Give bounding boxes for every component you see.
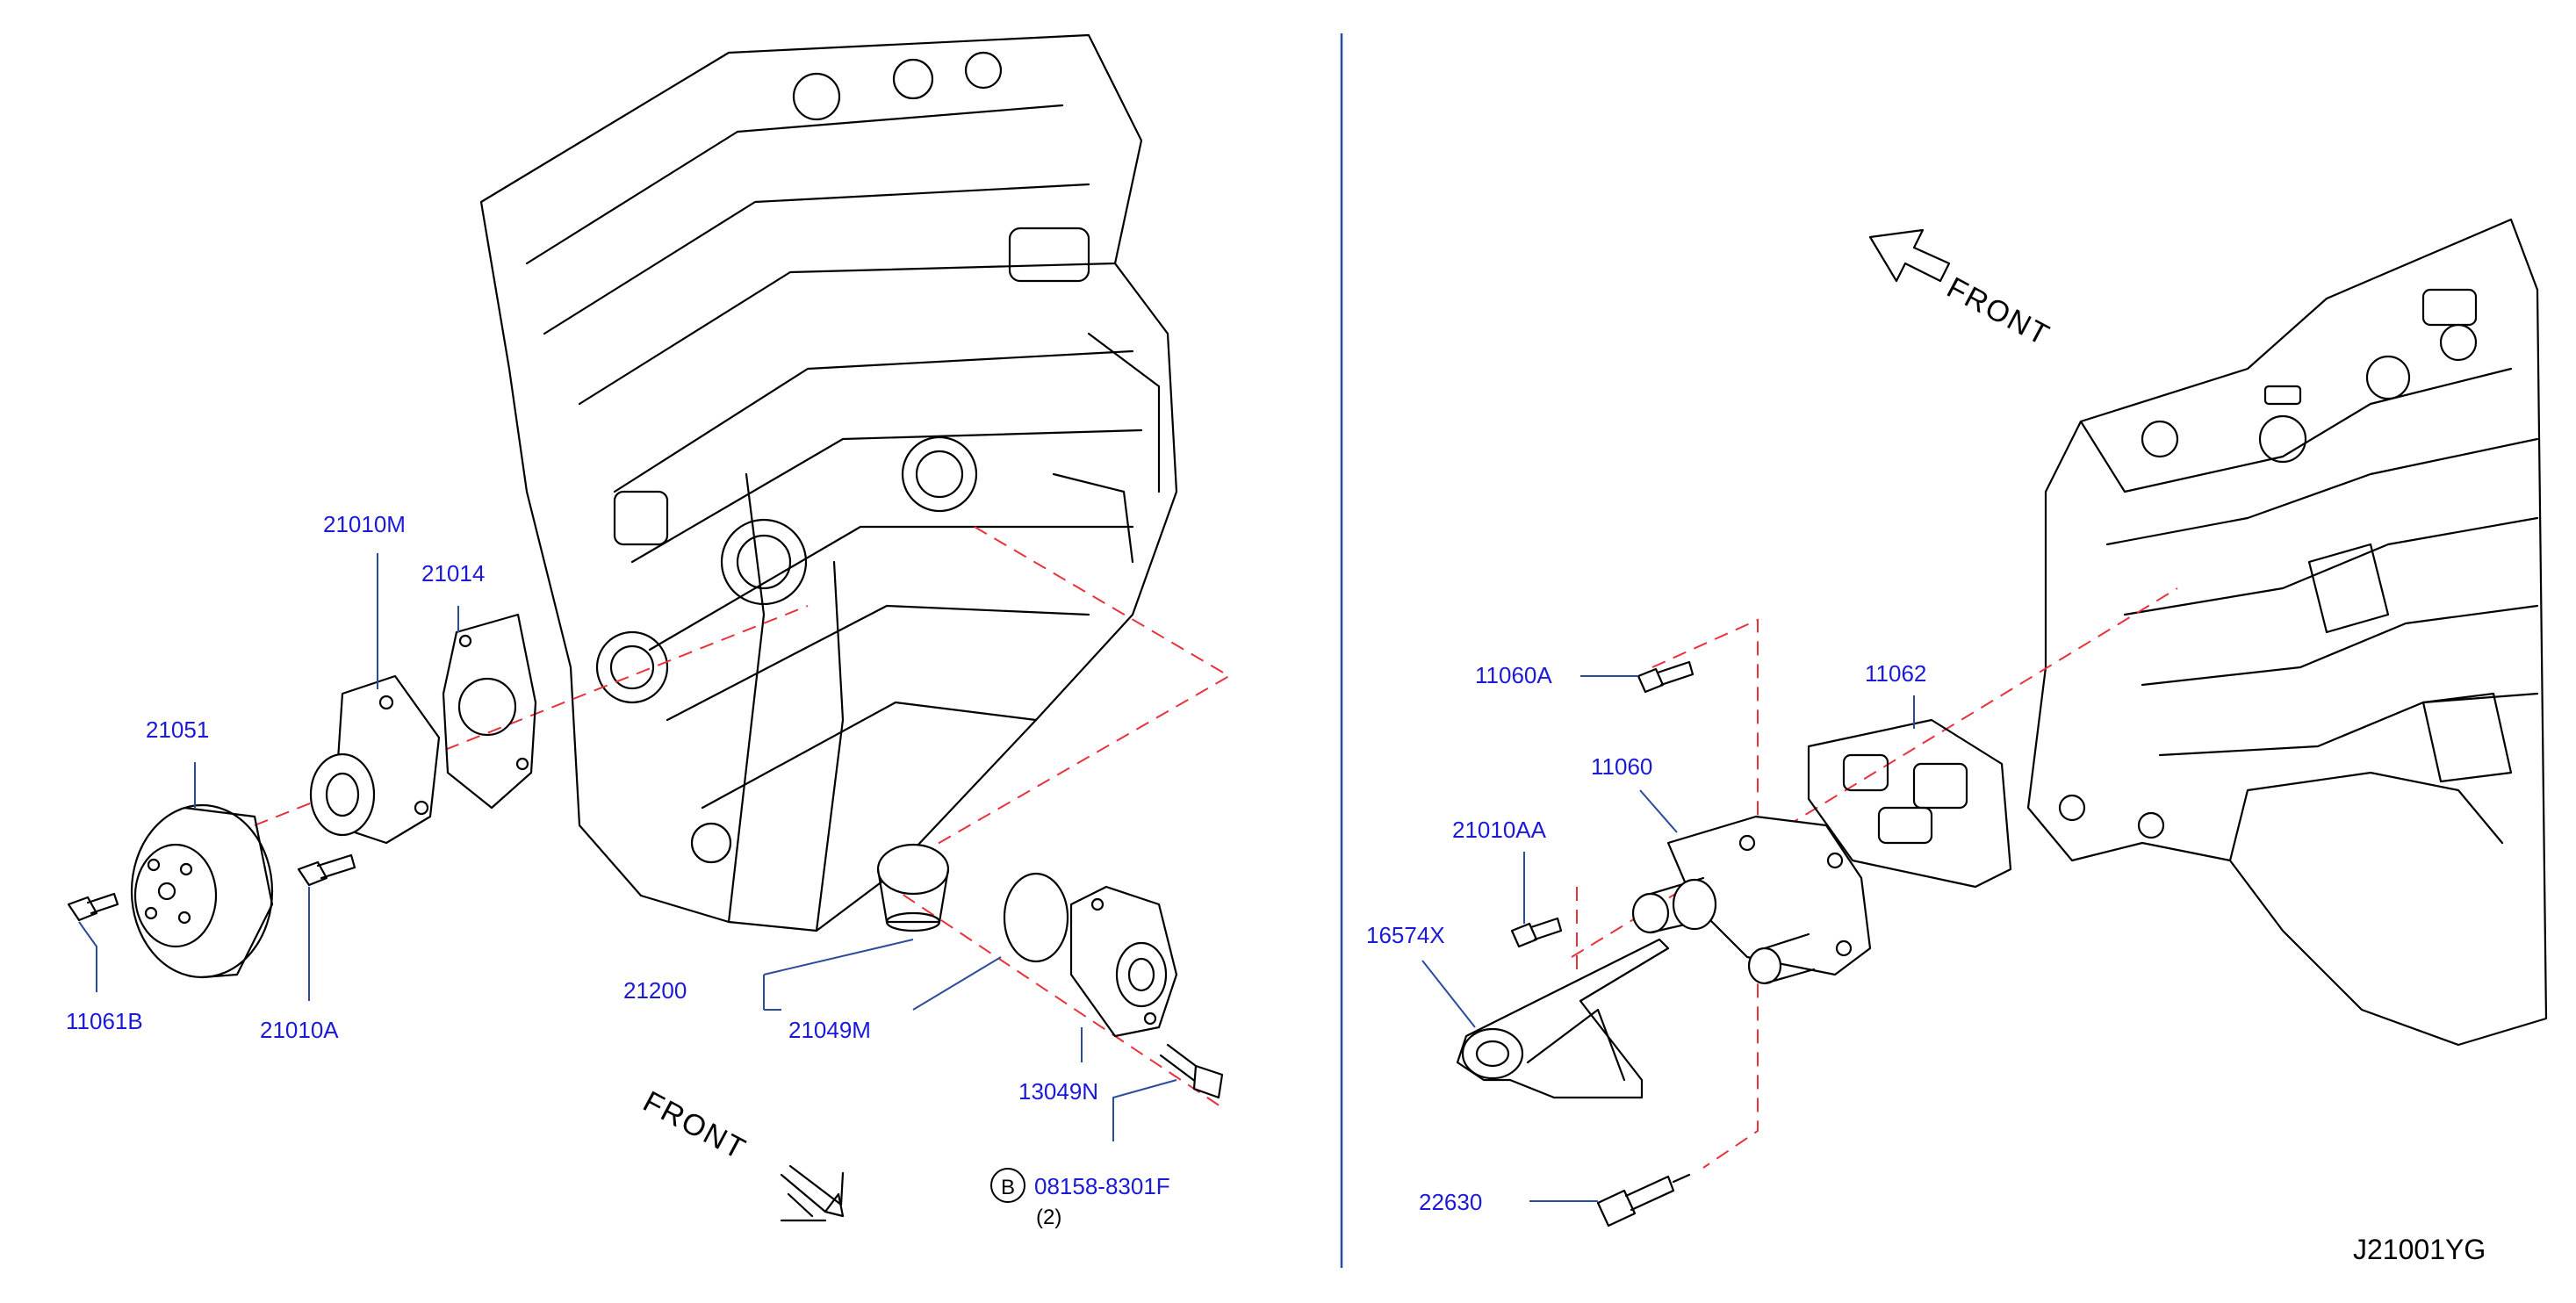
label-08158-qty: (2) [1036,1206,1061,1229]
label-16574x: 16574X [1366,922,1445,948]
water-pump-gasket [442,613,537,810]
water-outlet [1631,815,1872,985]
thermostat-seal [1003,872,1069,963]
label-21051: 21051 [146,716,209,743]
water-pump-pulley [130,803,274,979]
callout-b-letter: B [1001,1176,1015,1199]
thermostat [876,843,950,932]
label-21014: 21014 [421,560,485,587]
front-arrow-right: FRONT [1868,228,2055,353]
front-label-right: FRONT [1941,271,2055,353]
label-11060a: 11060A [1475,662,1552,688]
front-arrow-left: FRONT [637,1085,845,1222]
label-21200: 21200 [623,977,687,1004]
label-11061b: 11061B [66,1008,143,1034]
label-21010m: 21010M [323,511,406,537]
callout-b-circle [990,1168,1025,1203]
temperature-sensor [1596,1173,1691,1227]
bolt-08158 [1159,1043,1224,1099]
label-21049m: 21049M [788,1017,871,1043]
label-11062: 11062 [1865,660,1926,687]
bolt-21010a [297,853,356,887]
bolt-21010aa [1510,917,1563,948]
bolt-11061b [67,892,119,922]
water-outlet-gasket [1807,718,2012,889]
front-label-left: FRONT [637,1085,752,1167]
bracket-16574x [1456,938,1670,1099]
label-21010aa: 21010AA [1452,817,1547,843]
label-22630: 22630 [1419,1189,1482,1215]
label-21010a: 21010A [260,1017,339,1043]
bolt-11060a [1637,660,1695,694]
label-11060: 11060 [1591,753,1652,780]
engine-block-left [479,33,1178,932]
water-pump [309,674,441,845]
engine-block-right [2026,218,2548,1047]
diagram-code: J21001YG [2353,1234,2486,1265]
label-08158: 08158-8301F [1034,1173,1170,1199]
water-inlet [1069,885,1178,1038]
label-13049n: 13049N [1018,1078,1098,1105]
